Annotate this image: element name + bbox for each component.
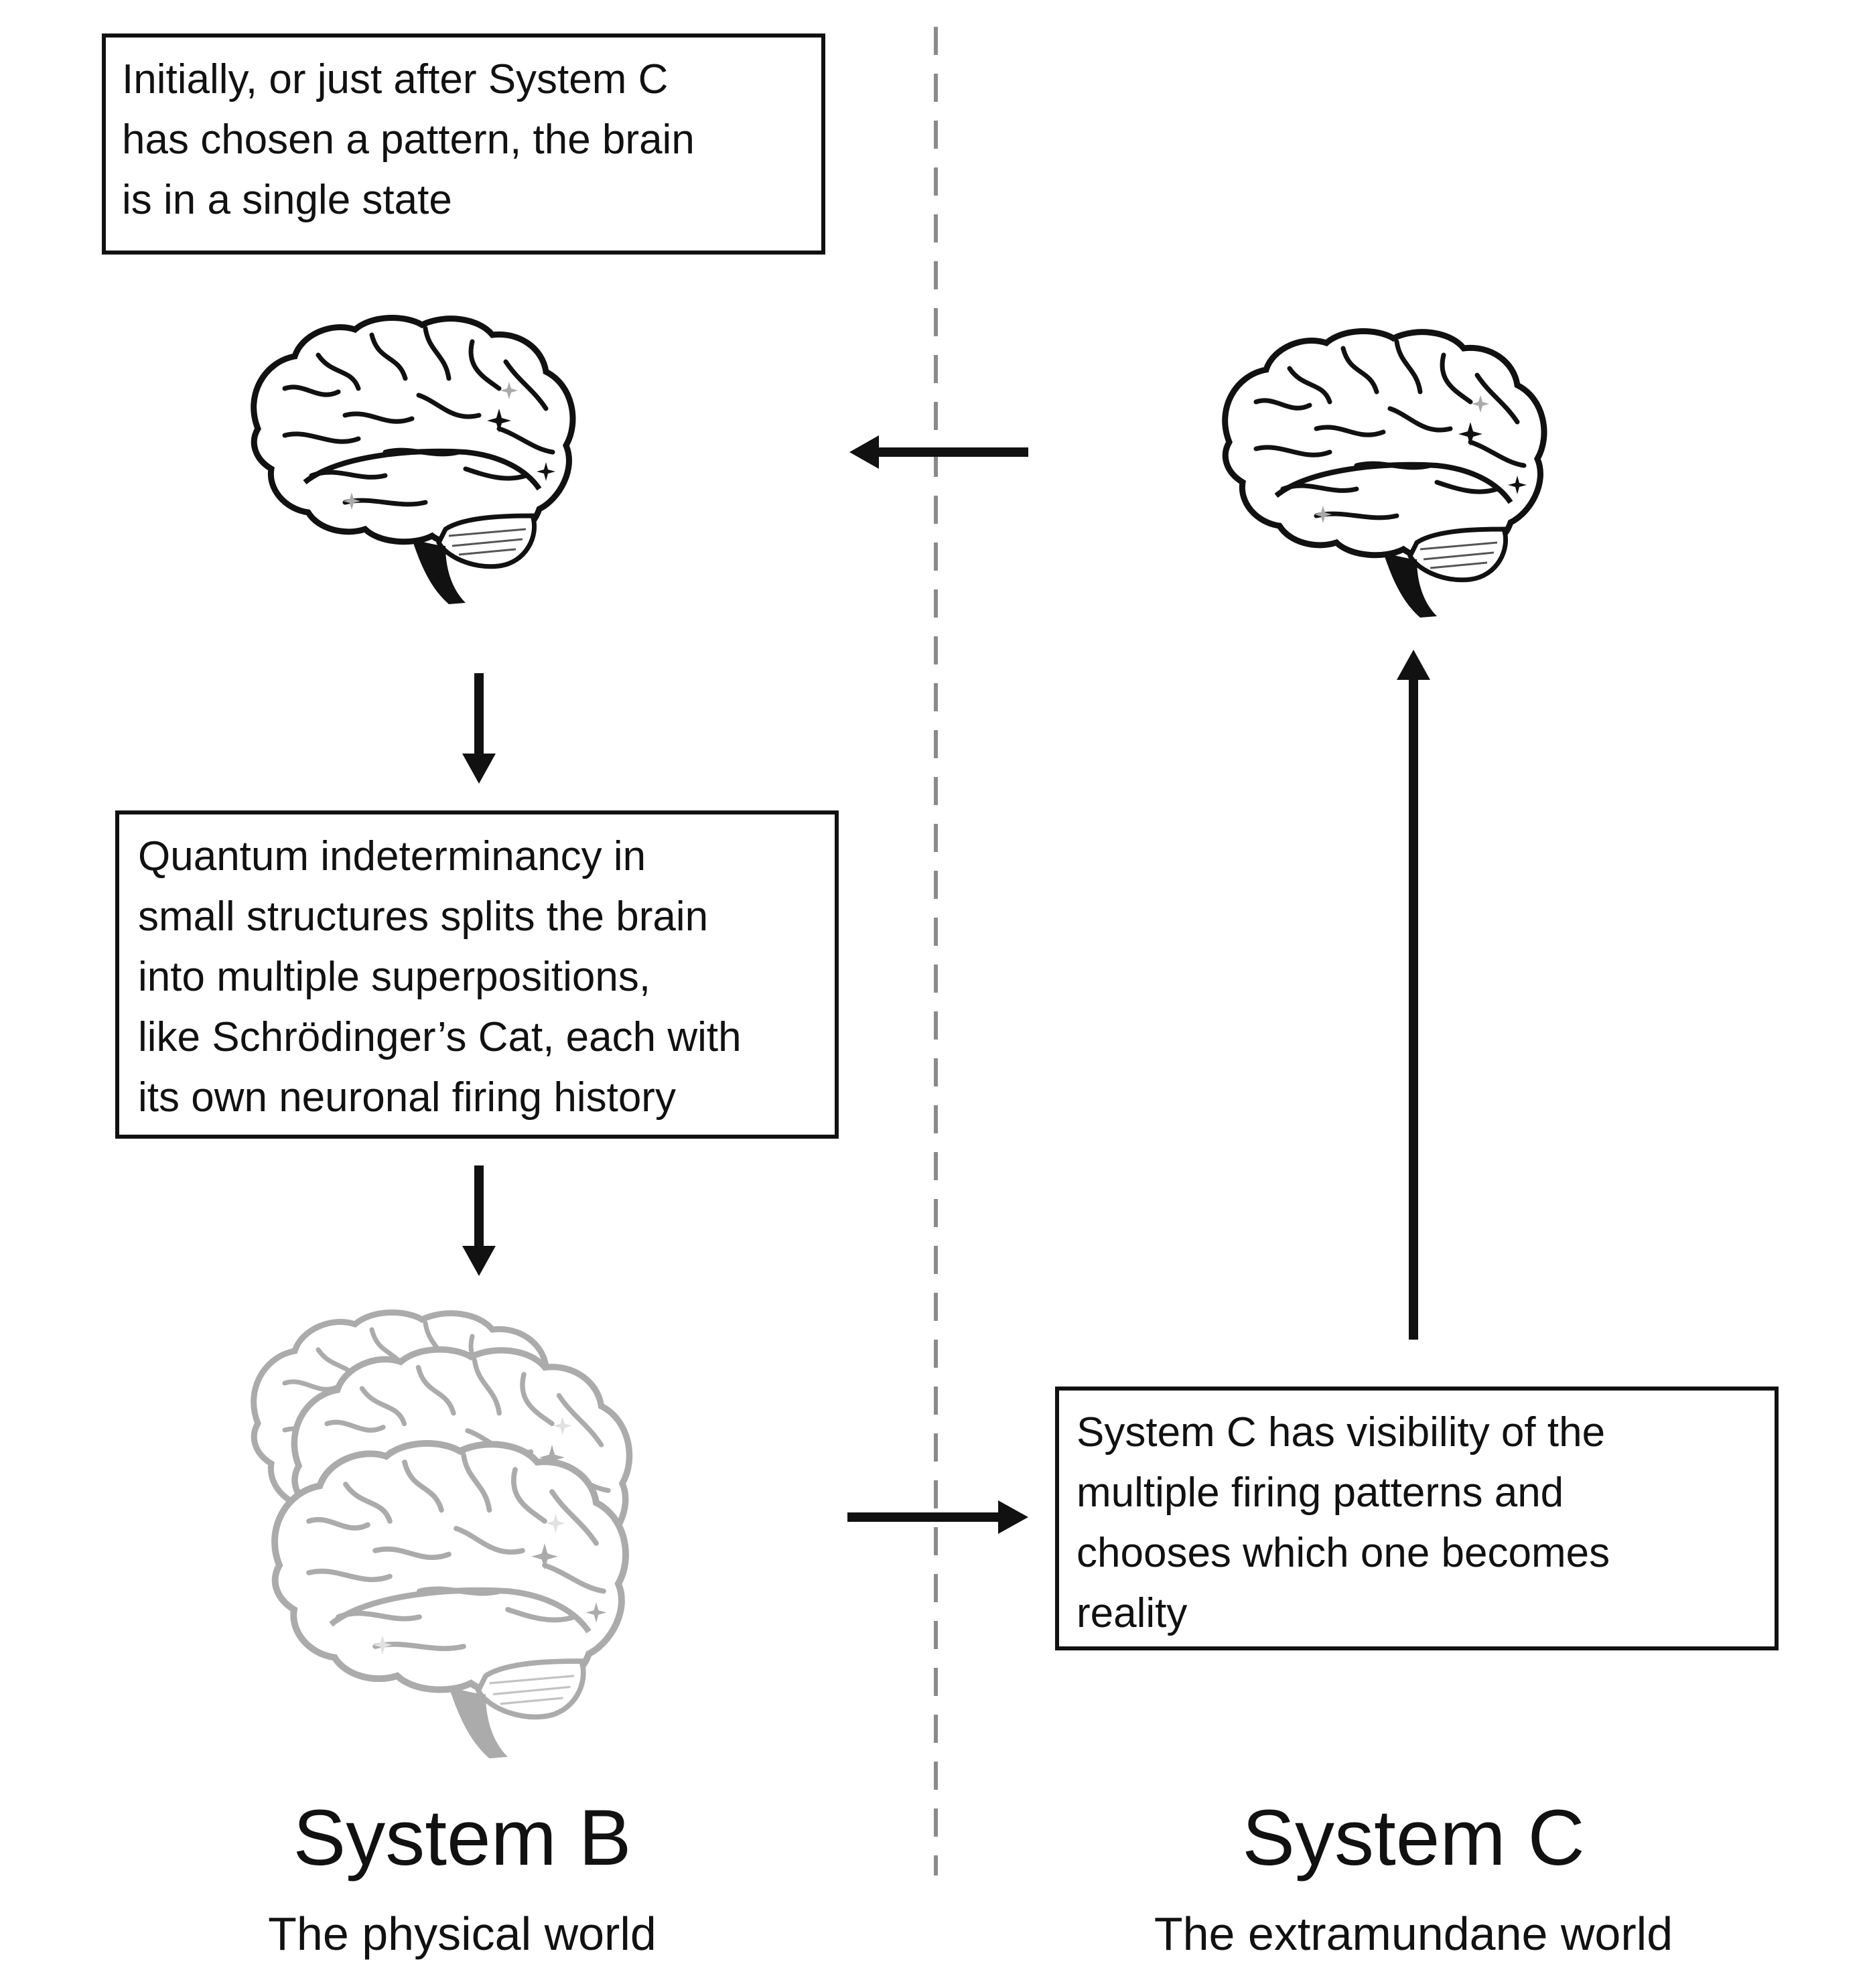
arrow-icon: [847, 1500, 1028, 1534]
quantum-split-box: Quantum indeterminancy in small structur…: [115, 810, 839, 1139]
system-b-title: System B: [293, 1794, 632, 1882]
system-c-title: System C: [1242, 1794, 1585, 1882]
initial-state-box: Initially, or just after System C has ch…: [102, 33, 825, 255]
arrow-icon: [462, 1165, 496, 1276]
system-b-subtitle: The physical world: [268, 1908, 656, 1960]
brain-icon: [1225, 332, 1544, 618]
system-c-choice-box: System C has visibility of the multiple …: [1055, 1387, 1779, 1650]
arrow-icon: [462, 673, 496, 784]
initial-state-text: Initially, or just after System C has ch…: [122, 56, 695, 223]
quantum-split-text: Quantum indeterminancy in small structur…: [138, 833, 742, 1121]
superposed-brain-icon: [254, 1313, 630, 1759]
system-c-subtitle: The extramundane world: [1154, 1908, 1673, 1960]
brain-icon: [254, 318, 573, 604]
arrow-icon: [849, 435, 1028, 469]
system-c-choice-text: System C has visibility of the multiple …: [1077, 1409, 1610, 1636]
arrow-icon: [1397, 650, 1430, 1340]
